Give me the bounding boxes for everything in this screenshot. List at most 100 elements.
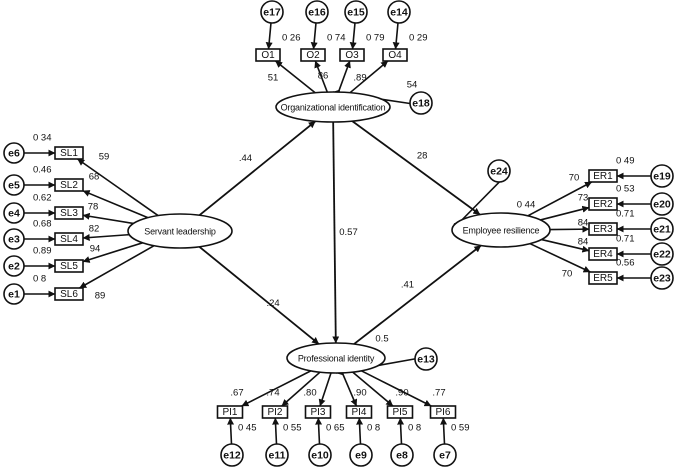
error-circle-e6 <box>3 142 25 164</box>
indicator-sl5 <box>54 259 84 273</box>
path-sl-to-oi <box>198 120 316 216</box>
error-circle-e2 <box>3 255 25 277</box>
indicator-pi6 <box>429 405 457 419</box>
indicator-sl1 <box>54 146 84 160</box>
error-path-pi5 <box>397 417 405 445</box>
indicator-er4 <box>588 247 618 261</box>
indicator-label-pi5: PI5 <box>392 407 407 418</box>
loading-o4: 54 <box>407 80 418 91</box>
error-label-e21: e21 <box>653 224 671 236</box>
residual-label-pi: e13 <box>417 354 435 366</box>
indicator-sl4 <box>54 232 84 246</box>
error-circle-e7 <box>433 443 457 467</box>
loading-path-pi6 <box>361 370 432 407</box>
error-label-e3: e3 <box>8 234 20 246</box>
residual-label-er: e24 <box>490 166 508 178</box>
latent-label-sl: Servant leadership <box>144 227 216 237</box>
loading-pi5: .90 <box>395 388 408 399</box>
error-label-e10: e10 <box>311 450 329 462</box>
error-circle-e4 <box>3 202 25 224</box>
coef-sl-oi: .44 <box>239 153 252 164</box>
loading-pi6: .77 <box>432 388 445 399</box>
loading-pi4: .90 <box>353 388 366 399</box>
loading-sl1: 59 <box>99 152 110 163</box>
r2-o1: 0 26 <box>282 33 301 44</box>
loading-path-sl2 <box>82 190 149 219</box>
loading-er1: 70 <box>569 173 580 184</box>
residual-circle-pi <box>414 347 438 371</box>
loading-path-er5 <box>529 242 591 273</box>
error-circle-e11 <box>265 443 289 467</box>
error-label-e12: e12 <box>223 450 241 462</box>
loading-path-pi5 <box>352 371 394 407</box>
error-label-e16: e16 <box>308 7 326 19</box>
loading-path-sl3 <box>82 212 134 225</box>
loading-path-pi3 <box>318 372 332 407</box>
indicator-label-sl6: SL6 <box>60 289 78 300</box>
indicator-label-sl2: SL2 <box>60 180 78 191</box>
error-circle-e15 <box>344 0 368 24</box>
path-pi-to-er <box>353 244 482 345</box>
indicator-pi5 <box>386 405 414 419</box>
error-label-e1: e1 <box>8 289 20 301</box>
error-path-pi2 <box>272 417 280 445</box>
error-label-e15: e15 <box>347 7 365 19</box>
latent-label-er: Employee resilience <box>463 226 540 236</box>
error-circle-e23 <box>650 266 674 290</box>
error-circle-e8 <box>390 443 414 467</box>
indicator-label-pi4: PI4 <box>351 407 366 418</box>
error-circle-e20 <box>650 192 674 216</box>
loading-sl4: 82 <box>89 224 100 235</box>
error-circle-e3 <box>3 228 25 250</box>
r2-er3: 0.71 <box>616 209 635 220</box>
residual-circle-oi <box>409 91 433 115</box>
error-label-e14: e14 <box>390 7 408 19</box>
indicator-label-sl5: SL5 <box>60 261 78 272</box>
indicator-pi2 <box>261 405 289 419</box>
r2-pi3: 0 65 <box>326 423 345 434</box>
r2-o3: 0 79 <box>366 33 385 44</box>
r2-pi2: 0 55 <box>283 423 302 434</box>
latent-oi <box>275 91 391 123</box>
r2-pi4: 0 8 <box>367 423 380 434</box>
residual-circle-er <box>487 159 511 183</box>
r2-o4: 0 29 <box>409 33 428 44</box>
path-oi-to-er <box>351 120 481 216</box>
loading-o1: 51 <box>268 73 279 84</box>
coef-oi-er: 28 <box>417 150 428 161</box>
loading-path-pi2 <box>281 371 321 407</box>
r2-pi: 0.5 <box>375 334 388 345</box>
loading-sl2: 68 <box>89 172 100 183</box>
loading-o3: .89 <box>353 73 366 84</box>
loading-path-o3 <box>337 60 351 93</box>
error-label-e2: e2 <box>8 261 20 273</box>
indicator-label-o4: O4 <box>388 50 402 61</box>
r2-er2: 0 53 <box>616 184 635 195</box>
loading-path-sl1 <box>77 158 159 217</box>
error-circle-e14 <box>387 0 411 24</box>
indicator-o3 <box>339 48 365 62</box>
indicator-sl2 <box>54 178 84 192</box>
latent-label-oi: Organizational identification <box>281 103 386 113</box>
error-circle-e16 <box>305 0 329 24</box>
indicator-sl3 <box>54 206 84 220</box>
indicator-o4 <box>382 48 408 62</box>
loading-path-o2 <box>314 60 329 93</box>
r2-er: 0 44 <box>517 200 536 211</box>
r2-pi1: 0 45 <box>238 423 257 434</box>
residual-label-oi: e18 <box>412 98 430 110</box>
loading-path-sl5 <box>82 242 143 263</box>
coef-oi-pi: 0.57 <box>339 227 358 238</box>
error-label-e6: e6 <box>8 148 20 160</box>
indicator-er2 <box>588 197 618 211</box>
error-label-e8: e8 <box>396 450 408 462</box>
loading-sl6: 89 <box>95 291 106 302</box>
latent-er <box>451 212 551 248</box>
loading-path-er1 <box>527 181 593 217</box>
error-path-pi4 <box>356 417 364 445</box>
error-circle-e19 <box>650 164 674 188</box>
error-label-e19: e19 <box>653 171 671 183</box>
loading-er3: 84 <box>578 218 589 229</box>
r2-er1: 0 49 <box>616 156 635 167</box>
